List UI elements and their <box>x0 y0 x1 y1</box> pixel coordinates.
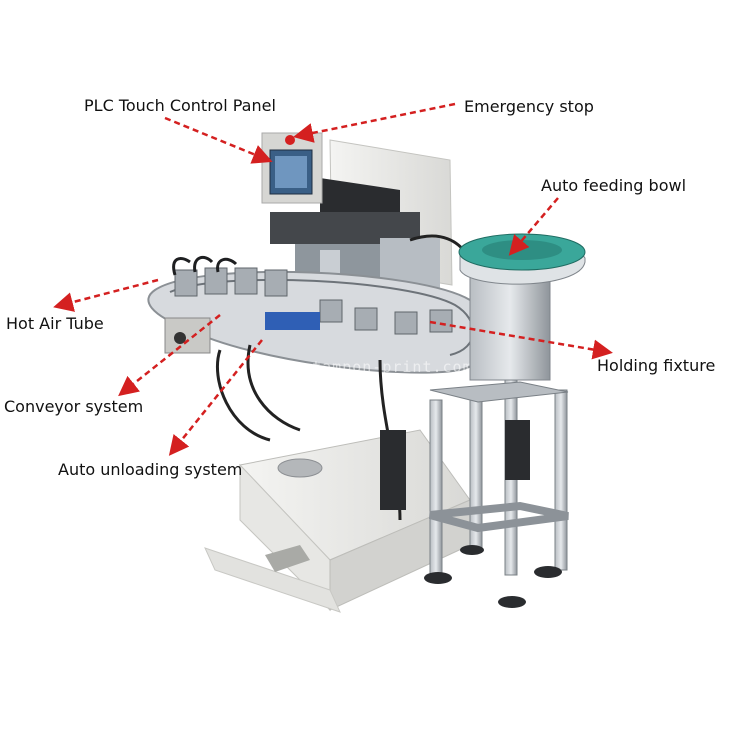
conveyor-ring: www.tampon-print.com <box>147 267 493 376</box>
feeder-stand <box>424 379 569 608</box>
annotation-arrows <box>53 102 613 456</box>
label-auto-feeding-bowl: Auto feeding bowl <box>541 176 687 195</box>
label-conveyor-system: Conveyor system <box>4 397 144 416</box>
arrow-estop <box>293 102 456 143</box>
label-hot-air-tube: Hot Air Tube <box>6 314 104 333</box>
plc-panel <box>261 132 323 204</box>
arrow-hot-air <box>53 278 159 312</box>
arrow-unloading <box>168 339 263 456</box>
arrow-holding <box>429 320 613 360</box>
controller-box <box>380 430 406 510</box>
watermark-text: www.tampon-print.com <box>272 358 473 376</box>
label-emergency-stop: Emergency stop <box>464 97 594 116</box>
arrow-conveyor <box>118 314 221 397</box>
arrow-plc <box>164 116 273 164</box>
label-holding-fixture: Holding fixture <box>597 356 716 375</box>
label-auto-unloading-system: Auto unloading system <box>58 460 243 479</box>
label-plc-touch-control-panel: PLC Touch Control Panel <box>84 96 276 115</box>
feeding-bowl <box>458 233 586 381</box>
hot-air-tubes <box>172 255 238 276</box>
arrow-feeding-bowl <box>508 197 559 256</box>
